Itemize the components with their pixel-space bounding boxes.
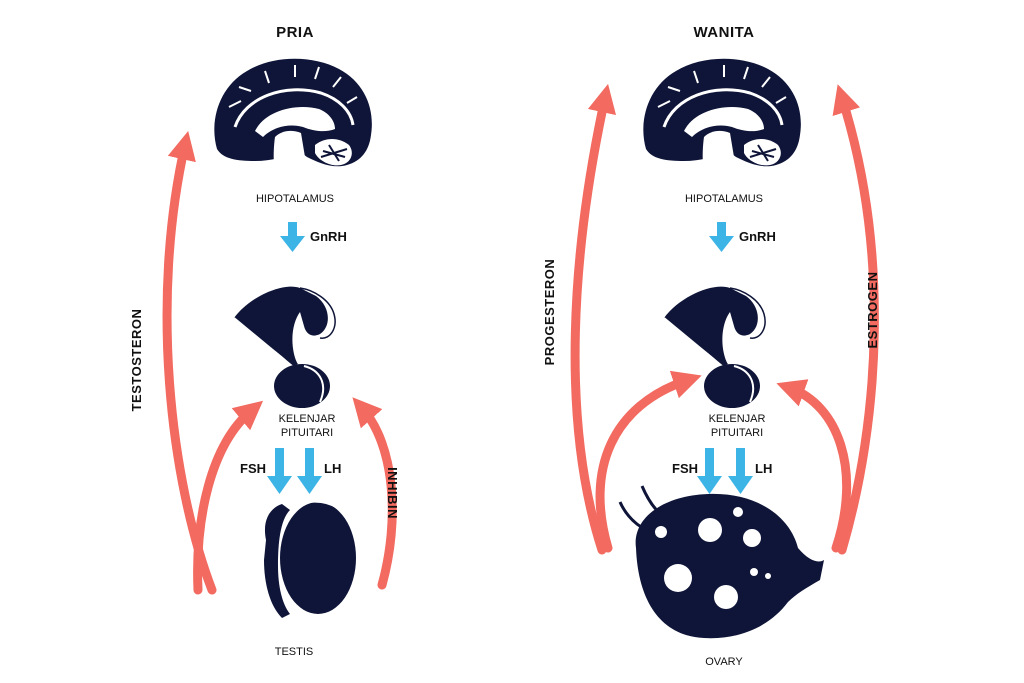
male-title: PRIA bbox=[276, 24, 314, 41]
male-lh-arrow-icon bbox=[297, 448, 322, 494]
male-fsh-label: FSH bbox=[240, 461, 266, 476]
progesterone-label: PROGESTERON bbox=[542, 259, 557, 366]
ovary-icon bbox=[618, 485, 824, 639]
female-lh-label: LH bbox=[755, 461, 772, 476]
male-brain-icon bbox=[212, 57, 374, 189]
estrogen-to-hypothalamus-arrow bbox=[832, 84, 879, 555]
male-pituitary-icon bbox=[233, 285, 337, 409]
estrogen-label: ESTROGEN bbox=[865, 272, 880, 349]
estrogen-to-pituitary-arrow bbox=[776, 379, 852, 553]
female-fsh-arrow-icon bbox=[697, 448, 722, 494]
female-gnrh-label: GnRH bbox=[739, 229, 776, 244]
female-pituitary-icon bbox=[663, 285, 767, 409]
male-hypothalamus-label: HIPOTALAMUS bbox=[256, 193, 334, 205]
female-hypothalamus-label: HIPOTALAMUS bbox=[685, 193, 763, 205]
male-pituitary-label-1: KELENJAR bbox=[279, 413, 336, 425]
male-pituitary-label-2: PITUITARI bbox=[281, 427, 333, 439]
female-gonad-label: OVARY bbox=[705, 656, 743, 668]
testis-icon bbox=[264, 500, 356, 618]
male-gnrh-label: GnRH bbox=[310, 229, 347, 244]
progesterone-to-pituitary-arrow bbox=[595, 370, 702, 553]
male-gonad-label: TESTIS bbox=[275, 646, 314, 658]
female-pituitary-label-2: PITUITARI bbox=[711, 427, 763, 439]
inhibin-label: INHIBIN bbox=[385, 467, 400, 519]
female-title: WANITA bbox=[693, 24, 754, 41]
male-fsh-arrow-icon bbox=[267, 448, 292, 494]
testosterone-to-pituitary-arrow bbox=[193, 400, 264, 595]
female-fsh-label: FSH bbox=[672, 461, 698, 476]
male-lh-label: LH bbox=[324, 461, 341, 476]
female-pituitary-label-1: KELENJAR bbox=[709, 413, 766, 425]
progesterone-to-hypothalamus-arrow bbox=[570, 83, 617, 555]
female-gnrh-arrow-icon bbox=[709, 222, 734, 252]
inhibin-to-pituitary-arrow bbox=[352, 397, 397, 590]
male-gnrh-arrow-icon bbox=[280, 222, 305, 252]
testosterone-label: TESTOSTERON bbox=[129, 309, 144, 412]
male-panel: PRIA HIPOTALAMUS GnRH KELENJAR PITUITARI… bbox=[129, 24, 400, 658]
female-lh-arrow-icon bbox=[728, 448, 753, 494]
female-panel: WANITA HIPOTALAMUS GnRH KELENJAR PITUITA… bbox=[542, 24, 880, 668]
female-brain-icon bbox=[641, 57, 803, 189]
